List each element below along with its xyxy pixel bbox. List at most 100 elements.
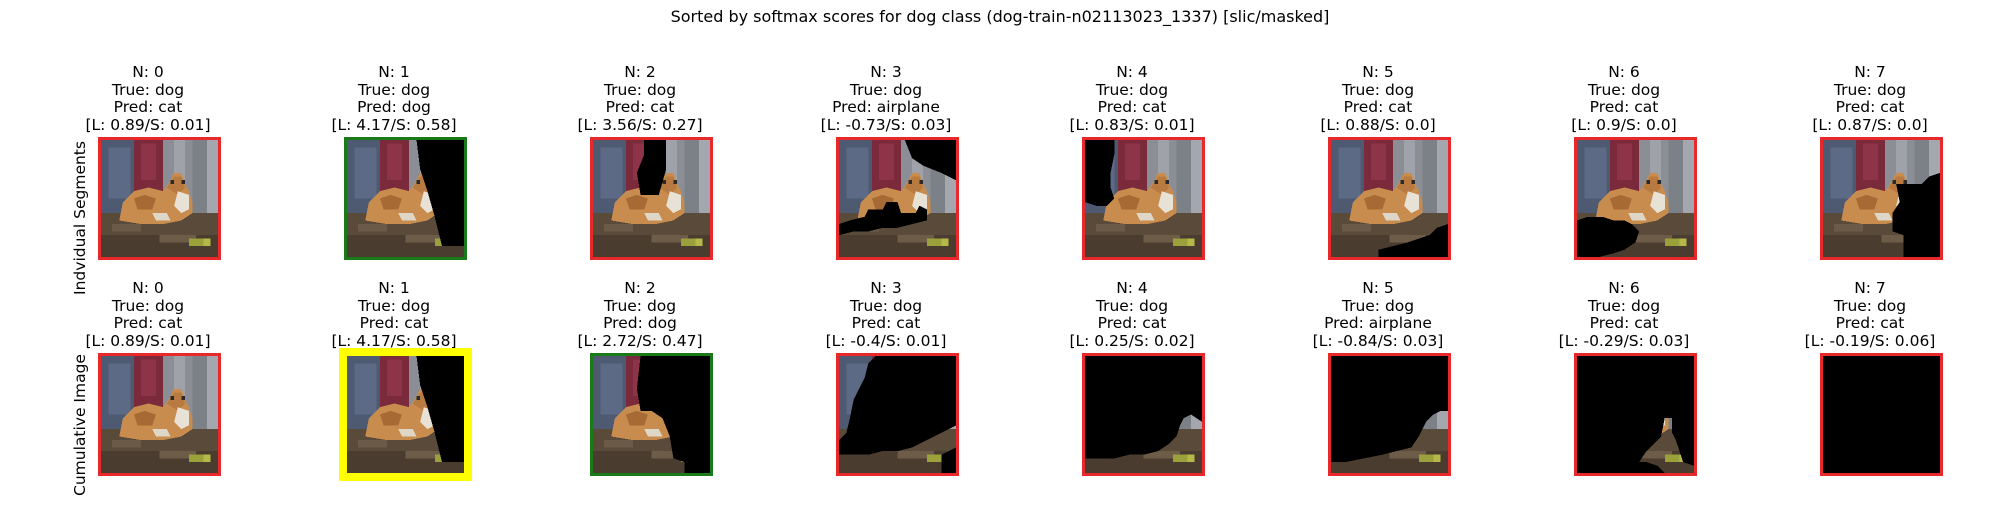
panel-index-label: N: 5 xyxy=(1362,279,1394,297)
mask-region xyxy=(839,202,927,236)
masked-image-thumbnail xyxy=(339,348,472,481)
logit-softmax-label: [L: 0.89/S: 0.01] xyxy=(85,331,211,350)
panel-index-label: N: 5 xyxy=(1362,63,1394,81)
mask-region xyxy=(636,140,667,195)
mask-region xyxy=(1823,356,1940,473)
mask-region xyxy=(941,447,956,473)
predicted-class-label: Pred: airplane xyxy=(832,98,940,116)
masked-image-thumbnail xyxy=(836,137,959,260)
mask-region xyxy=(1577,216,1640,257)
predicted-class-label: Pred: cat xyxy=(851,314,921,332)
masked-image-thumbnail xyxy=(590,137,713,260)
predicted-class-label: Pred: cat xyxy=(1835,314,1905,332)
true-class-label: True: dog xyxy=(1587,80,1661,99)
logit-softmax-label: [L: 2.72/S: 0.47] xyxy=(577,331,703,350)
row-label-cumulative-image: Cumulative Image xyxy=(71,354,89,496)
logit-softmax-label: [L: 0.9/S: 0.0] xyxy=(1571,115,1677,134)
predicted-class-label: Pred: dog xyxy=(357,98,431,116)
mask-region xyxy=(839,356,956,455)
predicted-class-label: Pred: cat xyxy=(1835,98,1905,116)
mask-region xyxy=(904,140,956,181)
panel-index-label: N: 2 xyxy=(624,63,656,81)
predicted-class-label: Pred: dog xyxy=(603,314,677,332)
logit-softmax-label: [L: 0.89/S: 0.01] xyxy=(85,115,211,134)
logit-softmax-label: [L: 0.87/S: 0.0] xyxy=(1812,115,1928,134)
panel-index-label: N: 7 xyxy=(1854,279,1886,297)
logit-softmax-label: [L: 0.83/S: 0.01] xyxy=(1069,115,1195,134)
mask-region xyxy=(636,356,710,473)
true-class-label: True: dog xyxy=(111,80,185,99)
logit-softmax-label: [L: -0.19/S: 0.06] xyxy=(1804,331,1936,350)
true-class-label: True: dog xyxy=(1833,296,1907,315)
logit-softmax-label: [L: -0.73/S: 0.03] xyxy=(820,115,952,134)
logit-softmax-label: [L: 3.56/S: 0.27] xyxy=(577,115,703,134)
panel-index-label: N: 4 xyxy=(1116,279,1148,297)
masked-image-thumbnail xyxy=(1082,137,1205,260)
mask-region xyxy=(1085,356,1202,459)
panel-index-label: N: 4 xyxy=(1116,63,1148,81)
true-class-label: True: dog xyxy=(1095,80,1169,99)
true-class-label: True: dog xyxy=(111,296,185,315)
predicted-class-label: Pred: cat xyxy=(1589,98,1659,116)
predicted-class-label: Pred: airplane xyxy=(1324,314,1432,332)
logit-softmax-label: [L: 4.17/S: 0.58] xyxy=(331,331,457,350)
masked-image-thumbnail xyxy=(1820,353,1943,476)
panel-index-label: N: 6 xyxy=(1608,279,1640,297)
true-class-label: True: dog xyxy=(603,296,677,315)
masked-image-thumbnail xyxy=(1328,137,1451,260)
predicted-class-label: Pred: cat xyxy=(1589,314,1659,332)
figure-title: Sorted by softmax scores for dog class (… xyxy=(670,7,1330,26)
masked-image-thumbnail xyxy=(98,353,221,476)
panel-index-label: N: 2 xyxy=(624,279,656,297)
logit-softmax-label: [L: -0.29/S: 0.03] xyxy=(1558,331,1690,350)
logit-softmax-label: [L: -0.84/S: 0.03] xyxy=(1312,331,1444,350)
predicted-class-label: Pred: cat xyxy=(1097,314,1167,332)
logit-softmax-label: [L: 0.88/S: 0.0] xyxy=(1320,115,1436,134)
panel-index-label: N: 1 xyxy=(378,279,410,297)
mask-region xyxy=(1378,224,1448,257)
true-class-label: True: dog xyxy=(1587,296,1661,315)
masked-image-thumbnail xyxy=(836,353,959,476)
mask-region xyxy=(1577,356,1694,473)
masked-image-thumbnail xyxy=(1082,353,1205,476)
mask-region xyxy=(1331,356,1448,463)
predicted-class-label: Pred: cat xyxy=(113,314,183,332)
logit-softmax-label: [L: 0.25/S: 0.02] xyxy=(1069,331,1195,350)
masked-image-thumbnail xyxy=(344,137,467,260)
true-class-label: True: dog xyxy=(849,296,923,315)
predicted-class-label: Pred: cat xyxy=(605,98,675,116)
masked-image-thumbnail xyxy=(1574,353,1697,476)
mask-region xyxy=(1892,172,1940,257)
mask-region xyxy=(416,140,464,247)
true-class-label: True: dog xyxy=(357,296,431,315)
predicted-class-label: Pred: cat xyxy=(1097,98,1167,116)
panel-index-label: N: 0 xyxy=(132,279,164,297)
masked-image-thumbnail xyxy=(1328,353,1451,476)
panel-index-label: N: 1 xyxy=(378,63,410,81)
panel-index-label: N: 7 xyxy=(1854,63,1886,81)
mask-region xyxy=(1085,140,1115,206)
predicted-class-label: Pred: cat xyxy=(359,314,429,332)
true-class-label: True: dog xyxy=(849,80,923,99)
true-class-label: True: dog xyxy=(1341,80,1415,99)
panel-index-label: N: 6 xyxy=(1608,63,1640,81)
mask-region xyxy=(416,356,464,463)
masked-image-thumbnail xyxy=(590,353,713,476)
logit-softmax-label: [L: 4.17/S: 0.58] xyxy=(331,115,457,134)
true-class-label: True: dog xyxy=(1833,80,1907,99)
